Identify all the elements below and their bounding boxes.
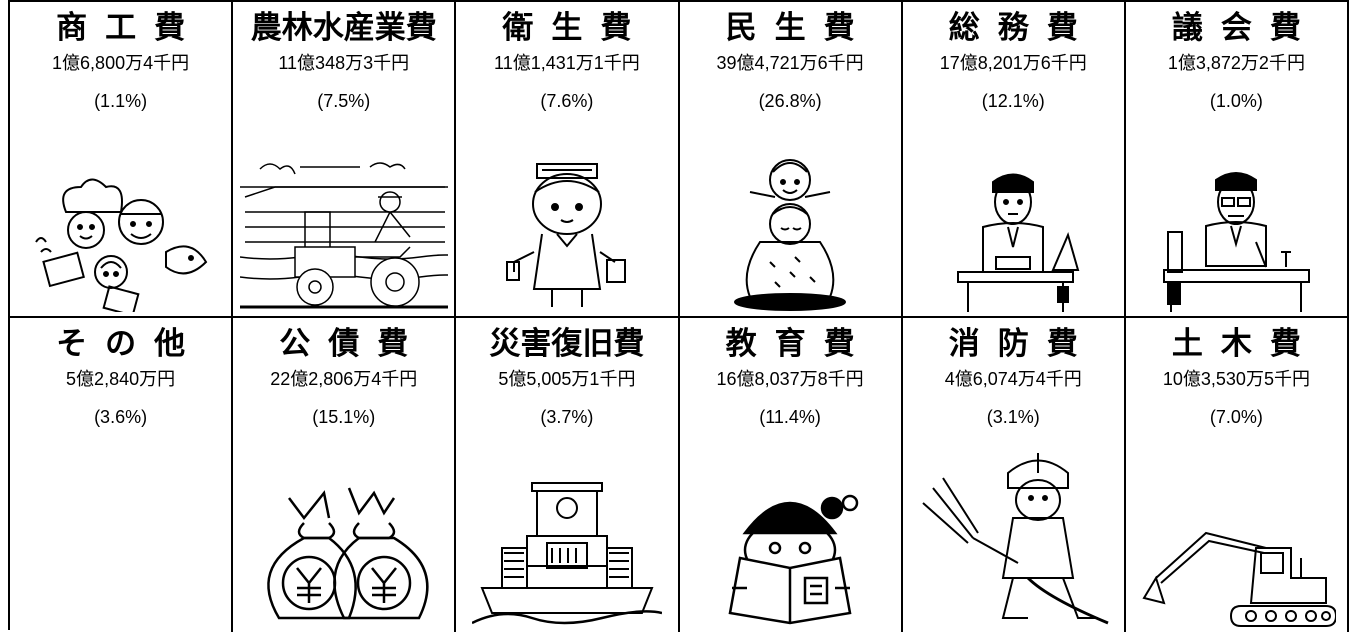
- category-name: 民生費: [725, 10, 873, 46]
- category-percent: (3.7%): [540, 407, 594, 427]
- firefighter-hose-illustration: [922, 453, 1109, 625]
- category-percent: (15.1%): [312, 407, 376, 427]
- office-worker-illustration: [957, 173, 1080, 312]
- category-name: 土木費: [1171, 326, 1319, 362]
- category-percent: (3.6%): [94, 407, 148, 427]
- category-name: 教育費: [725, 326, 873, 362]
- category-percent: (11.4%): [759, 407, 821, 427]
- category-cell-minsei: 民生費 39億4,721万6千円 (26.8%): [679, 2, 903, 318]
- category-cell-sonota: その他 5億2,840万円 (3.6%): [10, 318, 234, 632]
- category-amount: 5億2,840万円: [66, 369, 176, 389]
- category-amount: 17億8,201万6千円: [939, 53, 1087, 73]
- category-amount: 1億3,872万2千円: [1167, 53, 1305, 73]
- category-amount: 5億5,005万1千円: [498, 369, 636, 389]
- excavator-illustration: [1142, 531, 1337, 627]
- category-percent: (7.5%): [317, 91, 371, 111]
- category-name: 総務費: [948, 10, 1096, 46]
- category-cell-somu: 総務費 17億8,201万6千円 (12.1%): [902, 2, 1126, 318]
- category-amount: 10億3,530万5千円: [1162, 369, 1310, 389]
- category-percent: (7.0%): [1209, 407, 1263, 427]
- category-amount: 22億2,806万4千円: [270, 369, 418, 389]
- category-name: 災害復旧費: [489, 326, 645, 362]
- category-percent: (1.0%): [1209, 91, 1263, 111]
- category-cell-kyoiku: 教育費 16億8,037万8千円 (11.4%): [680, 318, 903, 632]
- category-percent: (26.8%): [758, 91, 822, 111]
- category-name: 公債費: [279, 326, 427, 362]
- category-name: その他: [56, 326, 204, 362]
- tractor-farmer-illustration: [239, 162, 448, 309]
- category-amount: 11億348万3千円: [278, 53, 410, 73]
- category-amount: 11億1,431万1千円: [494, 53, 640, 73]
- category-name: 商工費: [56, 10, 204, 46]
- category-percent: (3.1%): [986, 407, 1040, 427]
- category-name: 衛生費: [502, 10, 650, 46]
- category-name: 農林水産業費: [250, 10, 437, 46]
- category-amount: 1億6,800万4千円: [52, 53, 190, 73]
- nurse-illustration: [505, 163, 626, 307]
- yen-money-bags-illustration: [266, 487, 429, 620]
- council-member-illustration: [1163, 172, 1311, 312]
- category-cell-gikai: 議会費 1億3,872万2千円 (1.0%): [1125, 2, 1349, 318]
- chef-and-fishmonger-illustration: [34, 178, 207, 312]
- category-cell-saigai: 災害復旧費 5億5,005万1千円 (3.7%): [456, 318, 680, 632]
- category-cell-kosai: 公債費 22億2,806万4千円 (15.1%): [233, 318, 457, 632]
- expenditure-grid: 商工費 1億6,800万4千円 (1.1%) 農林水産業費 11億348万3千円…: [8, 0, 1349, 632]
- category-name: 議会費: [1171, 10, 1319, 46]
- category-percent: (7.6%): [540, 91, 594, 111]
- category-amount: 4億6,074万4千円: [944, 369, 1082, 389]
- category-cell-shobo: 消防費 4億6,074万4千円 (3.1%): [903, 318, 1126, 632]
- reading-child-illustration: [728, 494, 859, 625]
- category-cell-shoko: 商工費 1億6,800万4千円 (1.1%): [10, 2, 234, 318]
- grandmother-and-child-illustration: [734, 159, 847, 311]
- category-cell-eisei: 衛生費 11億1,431万1千円 (7.6%): [456, 2, 680, 318]
- bulldozer-illustration: [471, 482, 662, 625]
- category-amount: 16億8,037万8千円: [716, 369, 864, 389]
- category-percent: (12.1%): [981, 91, 1045, 111]
- category-cell-norin: 農林水産業費 11億348万3千円 (7.5%): [233, 2, 457, 318]
- category-percent: (1.1%): [94, 91, 148, 111]
- category-amount: 39億4,721万6千円: [716, 53, 864, 73]
- category-name: 消防費: [948, 326, 1096, 362]
- category-cell-doboku: 土木費 10億3,530万5千円 (7.0%): [1126, 318, 1349, 632]
